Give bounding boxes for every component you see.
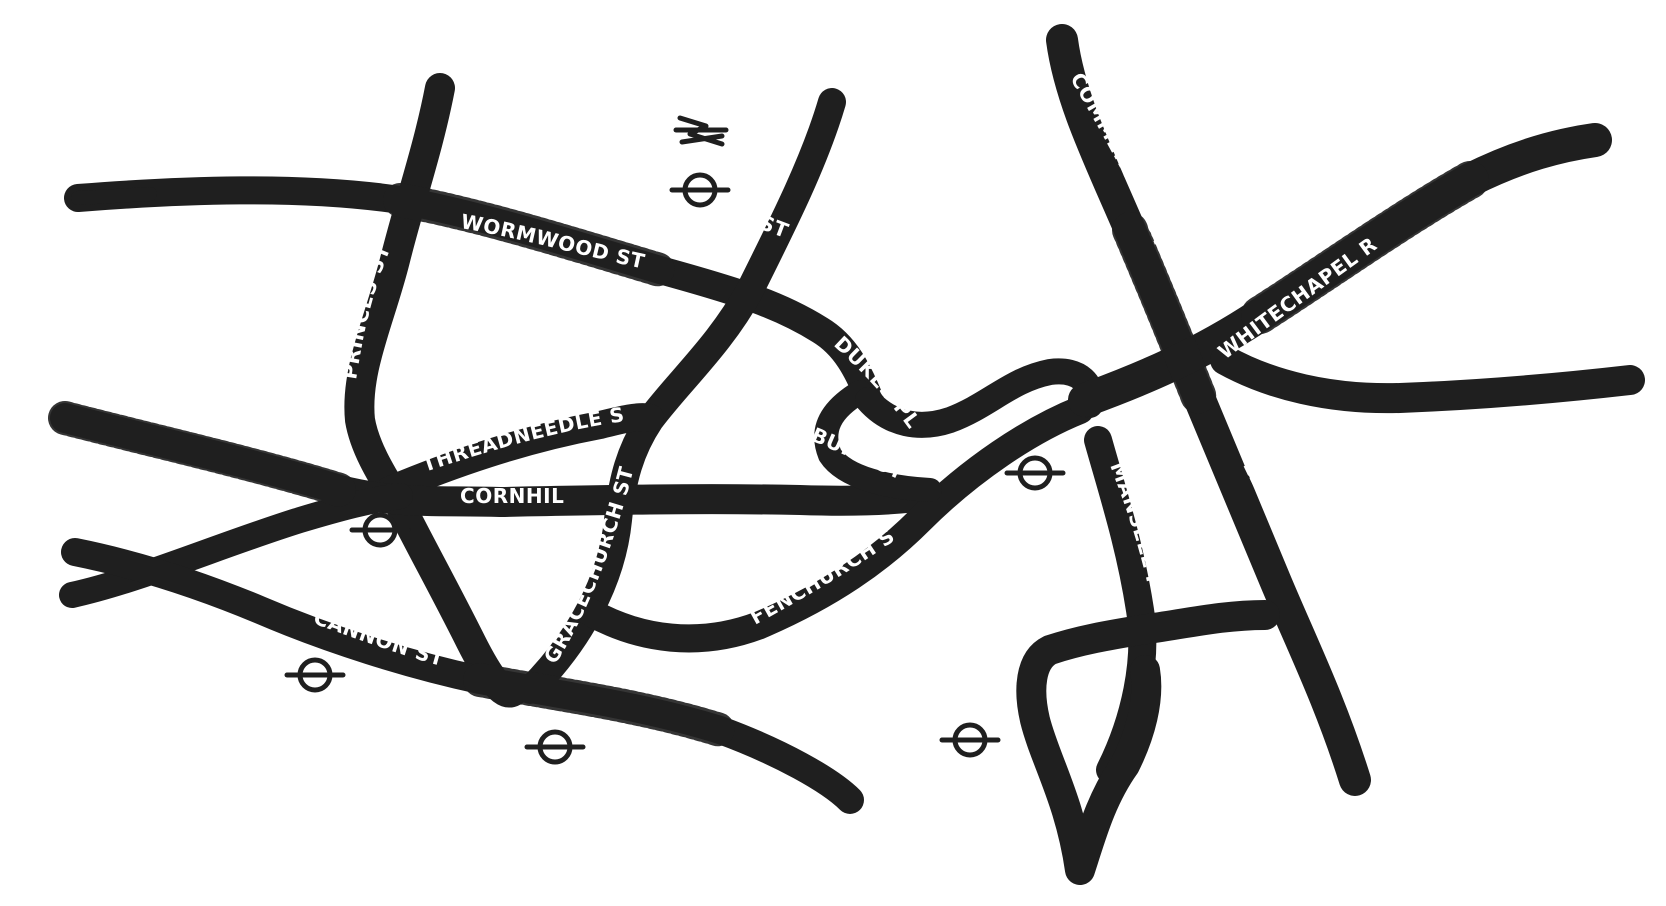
road-dukes-bury xyxy=(814,380,942,502)
road-threadneedle xyxy=(376,403,664,504)
road-princes xyxy=(344,73,530,708)
station-markers xyxy=(284,172,1066,765)
road-texture-layer xyxy=(48,161,1489,747)
underground-roundel-icon xyxy=(939,722,1001,758)
road-fenchurch xyxy=(576,396,1094,653)
road-cannon xyxy=(61,538,864,814)
national-rail-icon xyxy=(673,115,729,147)
road-wormwood-tail xyxy=(71,187,157,205)
underground-roundel-icon xyxy=(669,172,731,208)
road-mansell-loop xyxy=(1016,600,1280,885)
road-west-lower xyxy=(59,483,413,608)
underground-roundel-icon xyxy=(1004,455,1066,491)
underground-roundel-icon xyxy=(349,512,411,548)
underground-roundel-icon xyxy=(284,657,346,693)
underground-roundel-icon xyxy=(524,729,586,765)
road-whitechapel-east xyxy=(1210,345,1645,414)
road-dukes-hook xyxy=(855,358,1104,438)
